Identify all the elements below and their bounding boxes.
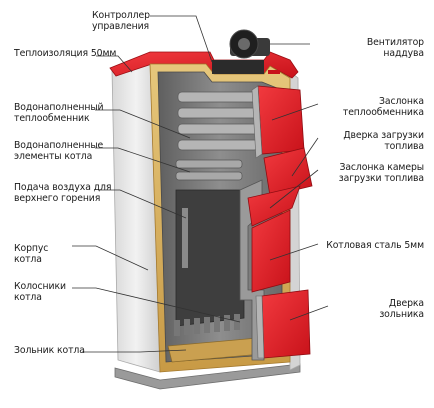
label-water-elements: Водонаполненные элементы котла (14, 140, 104, 162)
heat-exchanger-tube (177, 139, 259, 151)
label-air-supply: Подача воздуха для верхнего горения (14, 182, 112, 204)
label-chamber-damper: Заслонка камеры загрузки топлива (338, 162, 424, 184)
label-controller: Контроллер управления (92, 10, 150, 32)
air-supply-slots (182, 208, 188, 268)
ash-door (261, 289, 311, 359)
ash-door-edge (255, 295, 265, 359)
grates (174, 314, 240, 336)
fuel-chamber-damper (247, 185, 301, 227)
label-fan: Вентилятор наддува (366, 37, 424, 59)
exchanger-damper (257, 85, 305, 155)
label-heat-exchanger: Водонаполненный теплообменник (14, 102, 104, 124)
controller-label-plate (268, 70, 280, 74)
exchanger-damper-edge (251, 85, 263, 159)
firebox (175, 189, 245, 327)
label-grates: Колосники котла (14, 281, 66, 303)
boiler-base (114, 363, 301, 390)
label-exchanger-damper: Заслонка теплообменника (342, 96, 424, 118)
label-load-door: Дверка загрузки топлива (343, 130, 424, 152)
label-ash-box: Зольник котла (14, 345, 85, 356)
heat-exchanger-tube (177, 107, 259, 119)
heat-exchanger-tube (177, 91, 259, 103)
leader-lines (72, 15, 329, 353)
water-element (175, 159, 243, 169)
fan (229, 29, 270, 59)
label-insulation: Теплоизоляция 50мм (14, 48, 117, 59)
label-ash-door: Дверка зольника (379, 298, 424, 320)
water-element (175, 171, 243, 181)
label-steel: Котловая сталь 5мм (326, 240, 424, 251)
boiler-steel-panel (251, 209, 291, 293)
controller-box (212, 60, 264, 74)
label-body: Корпус котла (14, 243, 49, 265)
heat-exchanger-tube (177, 123, 259, 135)
